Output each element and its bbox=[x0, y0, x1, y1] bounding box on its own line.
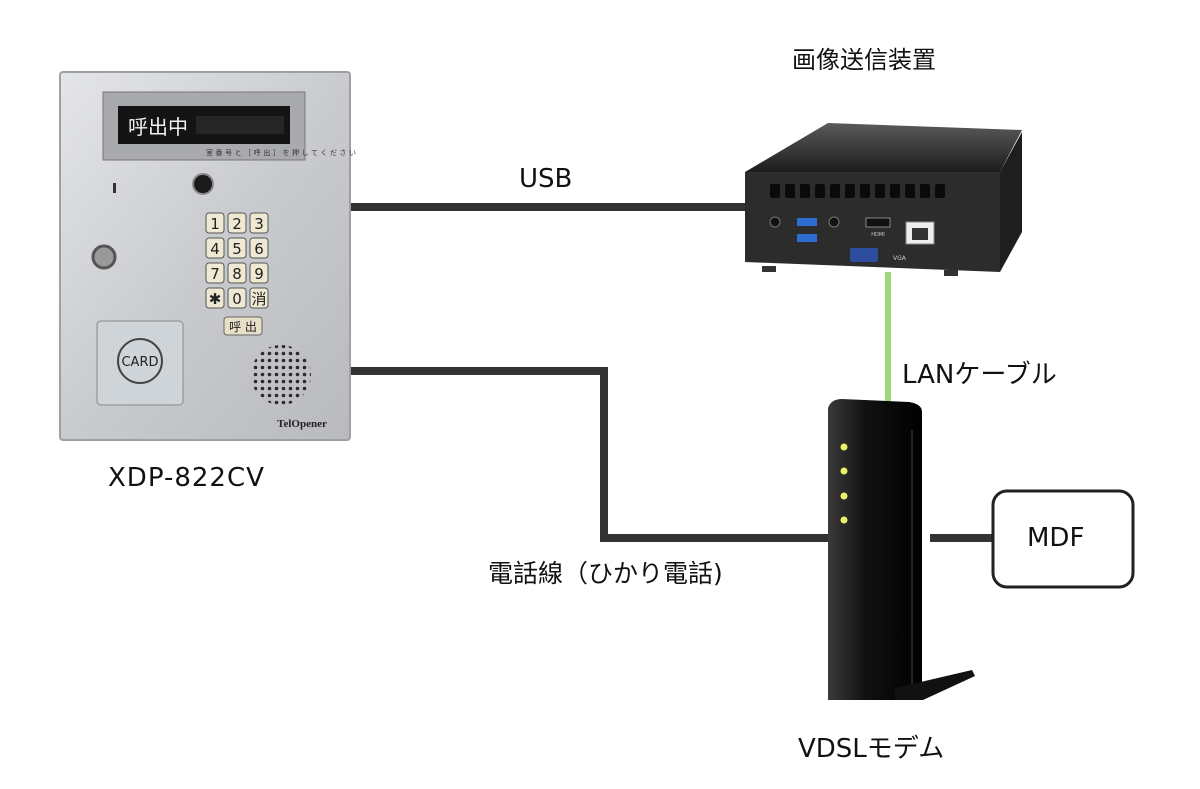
keypad-key-label: 7 bbox=[210, 265, 220, 283]
key-lock bbox=[91, 244, 117, 270]
vent-slot bbox=[920, 184, 930, 198]
vent-slot bbox=[830, 184, 840, 198]
keypad-key-label: 5 bbox=[232, 240, 242, 258]
modem-led bbox=[840, 467, 848, 475]
hdmi-port bbox=[865, 217, 891, 228]
keypad-key bbox=[249, 212, 269, 234]
keypad-key-label: 6 bbox=[254, 240, 264, 258]
keypad-key bbox=[249, 237, 269, 259]
vent-slot bbox=[845, 184, 855, 198]
modem-stand bbox=[895, 670, 975, 700]
keypad-key bbox=[227, 212, 247, 234]
vent-slot bbox=[875, 184, 885, 198]
intercom-model-label: XDP-822CV bbox=[108, 463, 265, 493]
phone-line-label: 電話線（ひかり電話) bbox=[488, 559, 723, 588]
modem-led bbox=[840, 516, 848, 524]
keypad-key bbox=[205, 287, 225, 309]
usb-port-1 bbox=[797, 218, 817, 226]
card-label: CARD bbox=[121, 355, 158, 370]
keypad-key-label: 9 bbox=[254, 265, 264, 283]
image-sender-device: HDMI VGA bbox=[745, 123, 1022, 276]
keypad-key bbox=[205, 237, 225, 259]
keypad-key-label: 0 bbox=[232, 290, 242, 308]
keypad-key bbox=[227, 237, 247, 259]
lan-cable-label: LANケーブル bbox=[902, 360, 1057, 390]
call-button bbox=[223, 316, 263, 336]
vga-port bbox=[850, 248, 878, 262]
hdmi-port-label: HDMI bbox=[871, 232, 884, 238]
keypad-key-label: 3 bbox=[254, 215, 264, 233]
modem-leds bbox=[840, 443, 848, 524]
vent-slot bbox=[815, 184, 825, 198]
lcd-text: 呼出中 bbox=[128, 115, 188, 139]
brand-logo: TelOpener bbox=[277, 418, 327, 430]
image-sender-label: 画像送信装置 bbox=[792, 46, 936, 74]
keypad-key-label: 4 bbox=[210, 240, 220, 258]
vent-slot bbox=[800, 184, 810, 198]
audio-jack bbox=[828, 216, 840, 228]
card-reader bbox=[96, 320, 184, 406]
keypad-key bbox=[205, 212, 225, 234]
keypad-key-label: ✱ bbox=[209, 290, 222, 308]
modem-led bbox=[840, 443, 848, 451]
modem-led bbox=[840, 492, 848, 500]
keypad-key bbox=[249, 262, 269, 284]
vent-slot bbox=[785, 184, 795, 198]
power-jack bbox=[769, 216, 781, 228]
keypad-key bbox=[249, 287, 269, 309]
vdsl-modem bbox=[828, 399, 975, 700]
phone-line-cable bbox=[350, 367, 828, 542]
mdf-box bbox=[991, 489, 1135, 589]
vent-slot bbox=[905, 184, 915, 198]
keypad-key-label: 2 bbox=[232, 215, 242, 233]
vga-port-label: VGA bbox=[893, 255, 907, 262]
keypad-key-label: 消 bbox=[251, 290, 266, 308]
camera-lens bbox=[192, 173, 214, 195]
vent-slot bbox=[860, 184, 870, 198]
keypad-key-label: 1 bbox=[210, 215, 220, 233]
modem-label: VDSLモデム bbox=[798, 734, 945, 764]
keypad-key bbox=[205, 262, 225, 284]
vent-slots bbox=[770, 184, 945, 198]
speaker-grille bbox=[251, 345, 311, 405]
mdf-label: MDF bbox=[1027, 523, 1085, 553]
usb-port-2 bbox=[797, 234, 817, 242]
call-button-label: 呼 出 bbox=[229, 320, 257, 334]
usb-cable-label: USB bbox=[519, 164, 573, 194]
vent-slot bbox=[935, 184, 945, 198]
keypad-key-label: 8 bbox=[232, 265, 242, 283]
keypad-key bbox=[227, 262, 247, 284]
vent-slot bbox=[890, 184, 900, 198]
vent-slot bbox=[770, 184, 780, 198]
status-led bbox=[113, 183, 116, 193]
keypad-key bbox=[227, 287, 247, 309]
